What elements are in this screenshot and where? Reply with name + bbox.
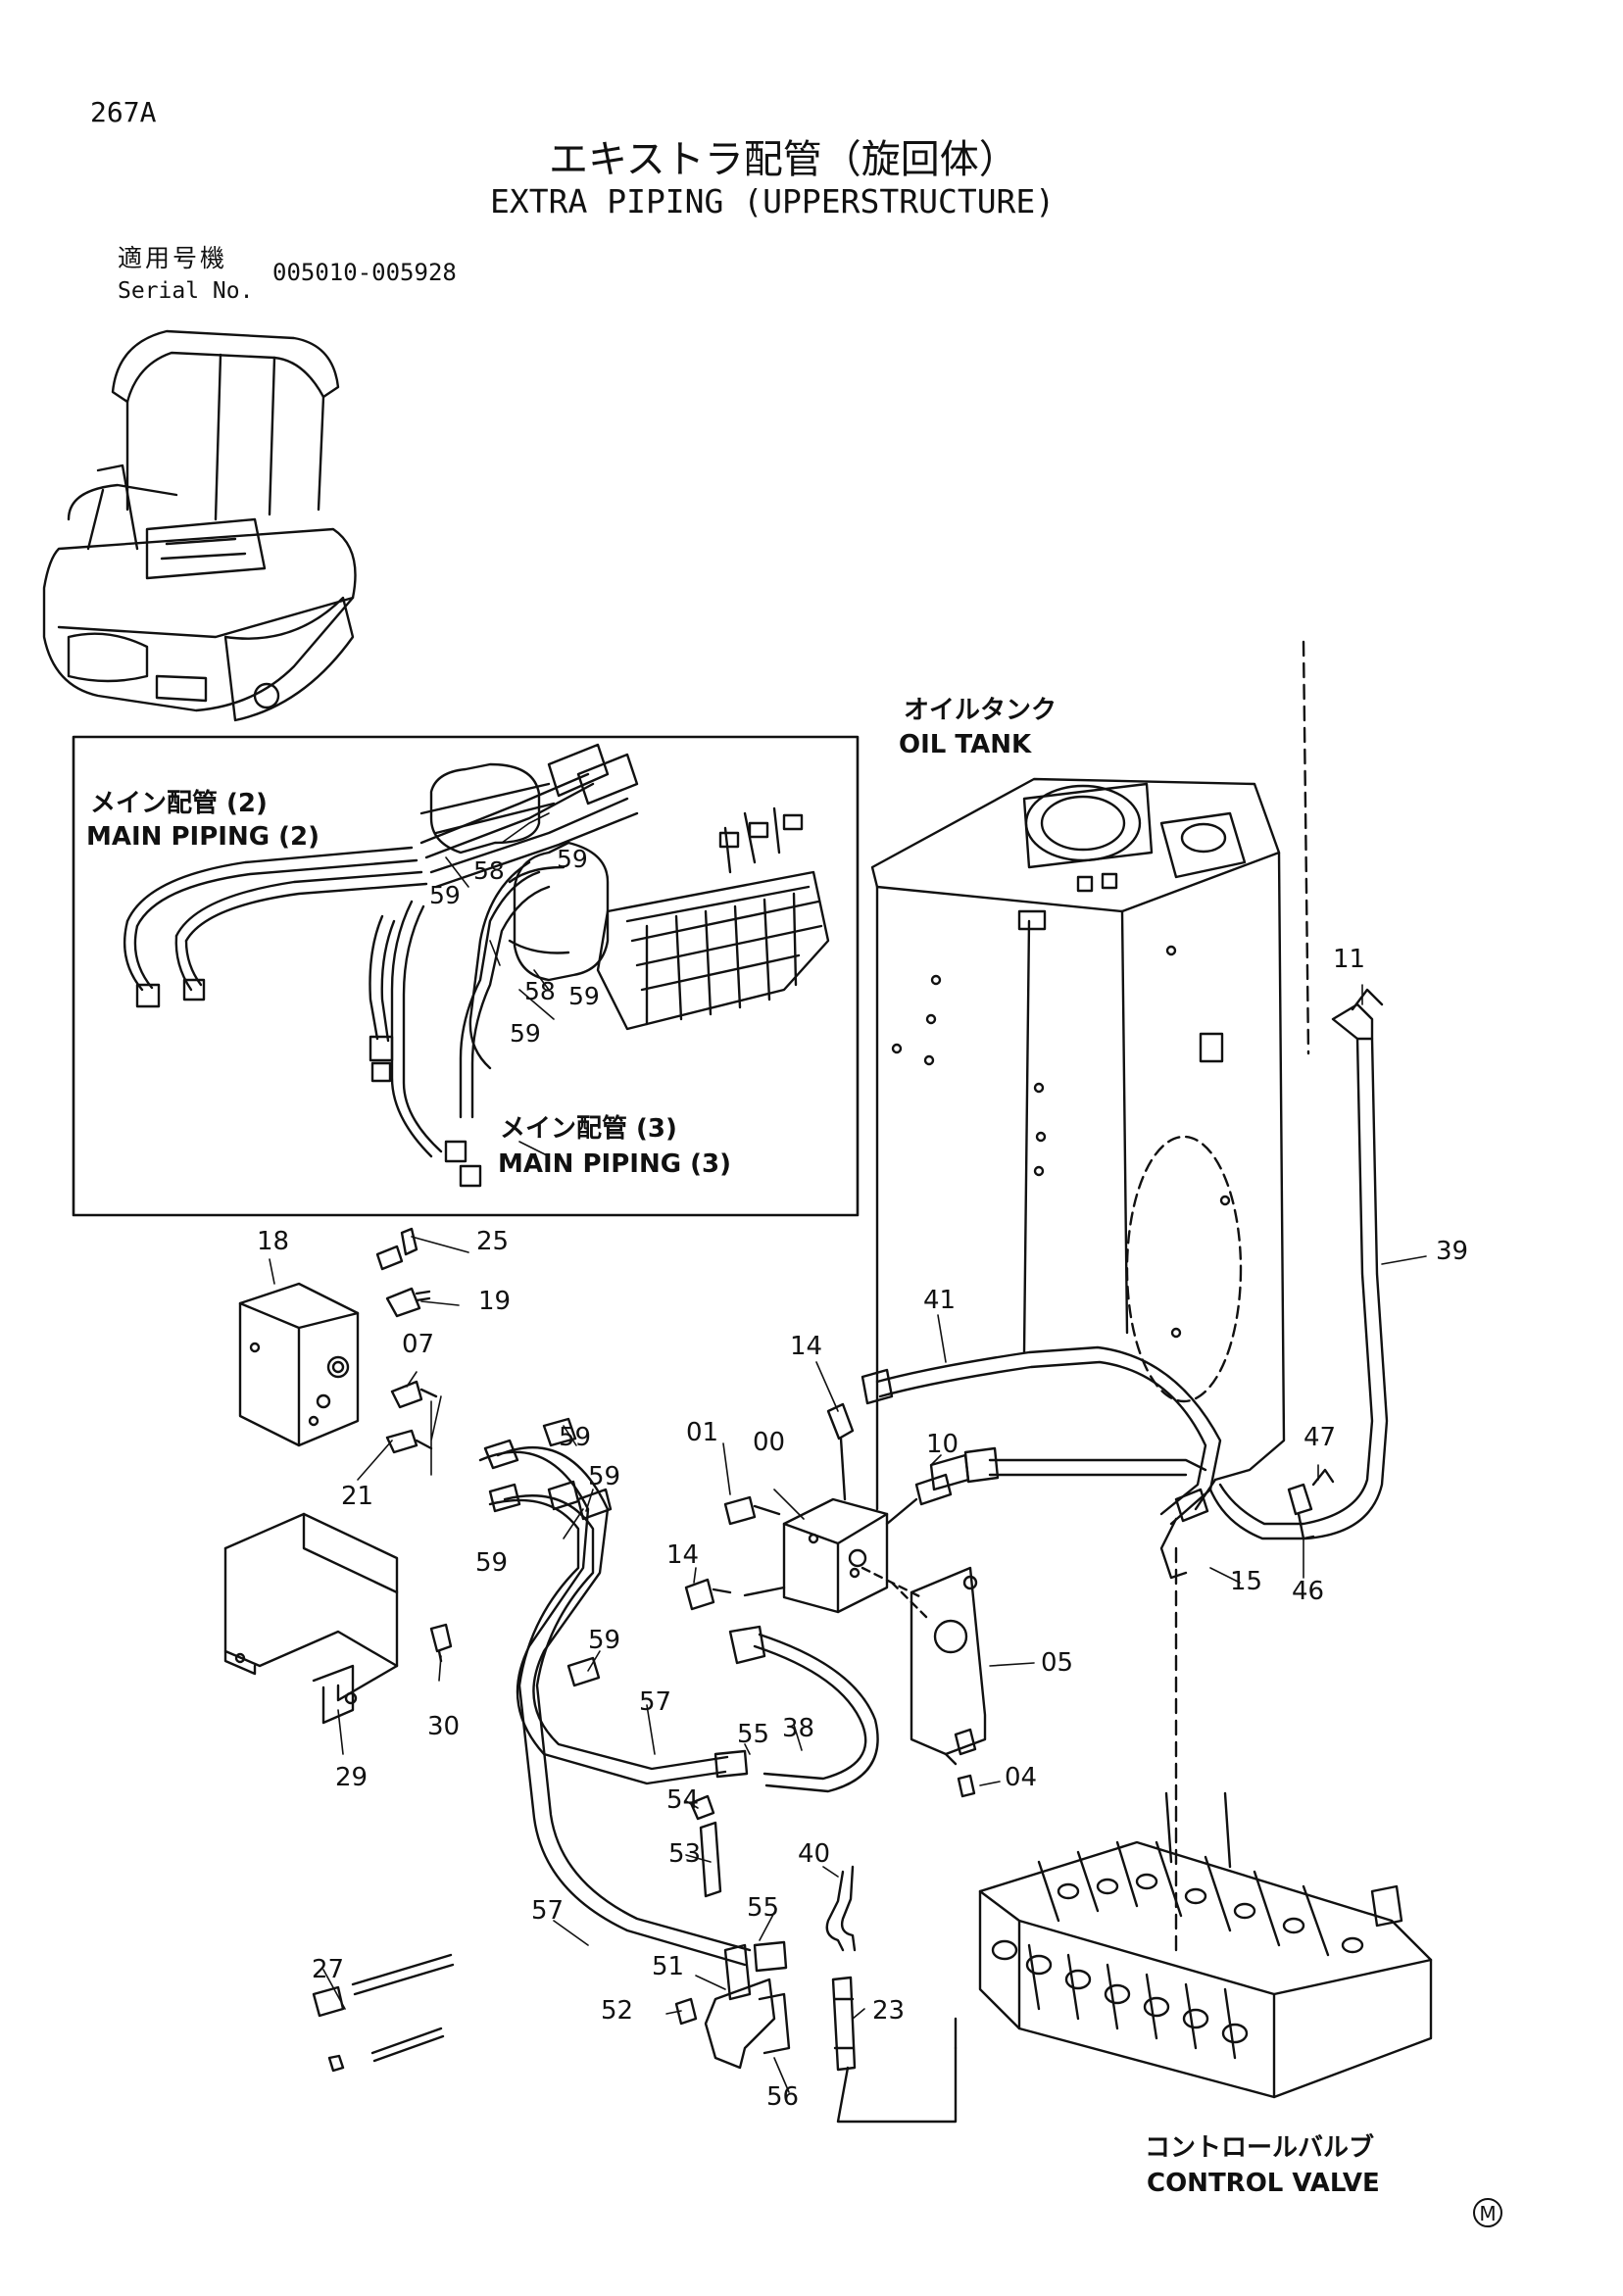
part-label-41: 41 (923, 1286, 956, 1315)
inset-part-label-59: 59 (429, 881, 461, 909)
manifold-block-drawing (238, 1282, 360, 1447)
inset-part-label-58: 58 (473, 856, 505, 885)
part-label-11: 11 (1333, 945, 1365, 974)
excavator-overview-drawing (42, 329, 357, 722)
callout-control-valve-jp: コントロールバルブ (1145, 2132, 1374, 2163)
part-label-59: 59 (475, 1548, 508, 1578)
cable-tie-drawing (327, 2027, 445, 2073)
serial-label-japanese: 適用号機 (118, 244, 228, 272)
serial-label-english: Serial No. (118, 278, 254, 304)
inset-part-label-59: 59 (510, 1019, 541, 1048)
part-label-59: 59 (559, 1423, 591, 1452)
part-label-15: 15 (1230, 1567, 1262, 1596)
part-label-04: 04 (1005, 1763, 1037, 1792)
hose-39-drawing (1208, 988, 1389, 1540)
part-label-19: 19 (478, 1287, 511, 1316)
part-label-23: 23 (872, 1996, 905, 2026)
leader-lines (269, 812, 1427, 2093)
part-label-53: 53 (668, 1839, 701, 1869)
part-label-10: 10 (926, 1430, 959, 1459)
part-label-18: 18 (257, 1227, 289, 1256)
callout-oil-tank-jp: オイルタンク (904, 696, 1057, 725)
part-label-29: 29 (335, 1763, 368, 1792)
title-english: EXTRA PIPING (UPPERSTRUCTURE) (490, 182, 1056, 220)
callout-oil-tank-en: OIL TANK (899, 730, 1032, 759)
clamp-parts-drawing (312, 1794, 958, 2124)
part-label-40: 40 (798, 1839, 830, 1869)
part-label-39: 39 (1436, 1237, 1468, 1266)
part-label-57: 57 (639, 1687, 671, 1717)
part-label-55: 55 (737, 1720, 769, 1749)
part-label-59: 59 (588, 1462, 620, 1491)
part-label-07: 07 (402, 1330, 434, 1359)
part-label-00: 00 (753, 1428, 785, 1457)
part-label-27: 27 (312, 1955, 344, 1984)
oil-tank-drawing (870, 640, 1310, 1511)
part-label-14: 14 (790, 1332, 822, 1361)
hose-38-drawing (728, 1625, 879, 1793)
part-label-57: 57 (531, 1896, 564, 1926)
part-label-47: 47 (1303, 1423, 1336, 1452)
mounting-plate-drawing (910, 1566, 987, 1798)
part-label-05: 05 (1041, 1648, 1073, 1678)
page-number: 267A (90, 96, 157, 128)
part-label-54: 54 (666, 1785, 699, 1815)
inset-part-label-59: 59 (568, 982, 600, 1010)
part-label-25: 25 (476, 1227, 509, 1256)
hose-57-drawing (478, 1417, 788, 1973)
revision-mark: M (1479, 2202, 1496, 2225)
part-label-30: 30 (427, 1712, 460, 1741)
pipe-41-drawing (861, 1345, 1222, 1580)
part-label-59: 59 (588, 1626, 620, 1655)
part-label-14: 14 (666, 1540, 699, 1570)
callout-main-piping-3-jp: メイン配管 (3) (500, 1114, 677, 1144)
part-label-46: 46 (1292, 1577, 1324, 1606)
callout-main-piping-3-en: MAIN PIPING (3) (498, 1149, 731, 1179)
callout-main-piping-2-en: MAIN PIPING (2) (86, 822, 320, 852)
part-label-56: 56 (766, 2082, 799, 2112)
part-label-52: 52 (601, 1996, 633, 2026)
bracket-drawing (223, 1512, 399, 1725)
part-label-38: 38 (782, 1714, 814, 1743)
valve-block-drawing (684, 1402, 953, 1619)
part-label-55: 55 (747, 1893, 779, 1923)
part-label-01: 01 (686, 1418, 718, 1447)
inset-part-label-58: 58 (524, 977, 556, 1005)
callout-control-valve-en: CONTROL VALVE (1147, 2169, 1380, 2198)
title-japanese: エキストラ配管（旋回体） (549, 137, 1018, 182)
part-label-21: 21 (341, 1482, 373, 1511)
callout-main-piping-2-jp: メイン配管 (2) (90, 789, 268, 818)
part-label-51: 51 (652, 1952, 684, 1981)
inset-part-label-59: 59 (557, 845, 588, 873)
inset-main-piping-drawing (123, 743, 830, 1188)
serial-range: 005010-005928 (272, 259, 457, 286)
inset-frame (72, 735, 860, 1217)
control-valve-drawing (978, 1546, 1433, 2099)
